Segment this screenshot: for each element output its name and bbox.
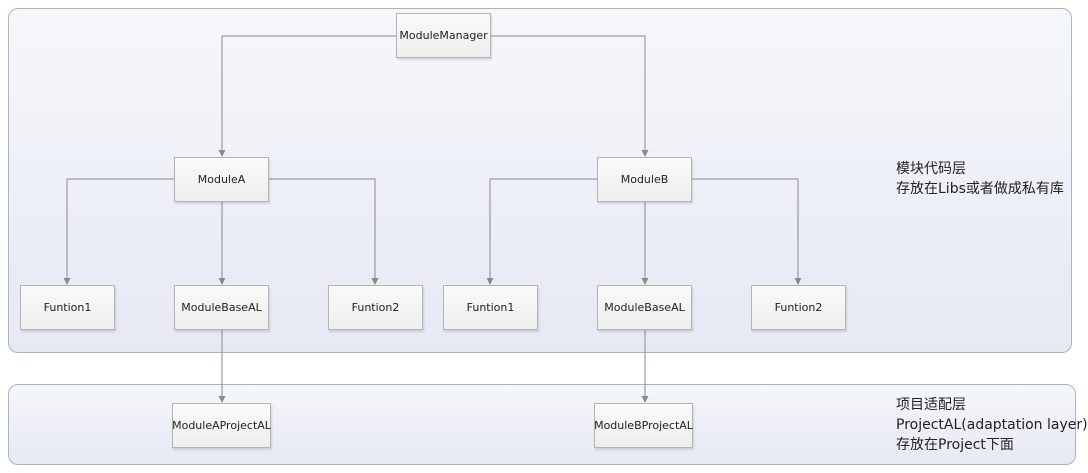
edge-manager-to-module-b: [491, 35, 646, 155]
adaptation-layer-name: ProjectAL(adaptation layer): [896, 417, 1088, 433]
arrowhead-module-b: [641, 150, 649, 157]
adaptation-layer-description: 存放在Project下面: [896, 437, 1014, 453]
arrowhead-b-function1: [486, 278, 494, 285]
adaptation-layer-title: 项目适配层: [896, 397, 966, 413]
node-b-module-base-al[interactable]: ModuleBaseAL: [597, 285, 692, 330]
module-layer-note: 模块代码层 存放在Libs或者做成私有库: [896, 159, 1064, 199]
edge-manager-to-module-a: [221, 35, 396, 155]
arrowhead-b-project-al: [641, 396, 649, 403]
arrowhead-b-function2: [794, 278, 802, 285]
module-layer-title: 模块代码层: [896, 161, 966, 177]
node-a-function1[interactable]: Funtion1: [20, 285, 115, 330]
node-a-module-base-al[interactable]: ModuleBaseAL: [174, 285, 269, 330]
arrowhead-module-a: [218, 150, 226, 157]
adaptation-layer-note: 项目适配层 ProjectAL(adaptation layer) 存放在Pro…: [896, 395, 1088, 455]
node-module-b-project-al[interactable]: ModuleBProjectAL: [594, 403, 693, 448]
arrowhead-a-function1: [63, 278, 71, 285]
arrowhead-a-project-al: [218, 396, 226, 403]
arrowhead-a-function2: [371, 278, 379, 285]
node-module-manager[interactable]: ModuleManager: [396, 13, 491, 58]
node-module-a-project-al[interactable]: ModuleAProjectAL: [172, 403, 271, 448]
arrowhead-b-base-al: [641, 278, 649, 285]
node-b-function1[interactable]: Funtion1: [443, 285, 538, 330]
module-layer-description: 存放在Libs或者做成私有库: [896, 181, 1064, 197]
edge-module-a-to-function1: [66, 178, 174, 282]
edge-module-b-to-function1: [489, 178, 597, 282]
node-module-b[interactable]: ModuleB: [597, 157, 692, 202]
edge-module-b-to-function2: [692, 178, 799, 282]
node-b-function2[interactable]: Funtion2: [751, 285, 846, 330]
edge-module-a-to-function2: [269, 178, 376, 282]
node-module-a[interactable]: ModuleA: [174, 157, 269, 202]
arrowhead-a-base-al: [218, 278, 226, 285]
node-a-function2[interactable]: Funtion2: [328, 285, 423, 330]
